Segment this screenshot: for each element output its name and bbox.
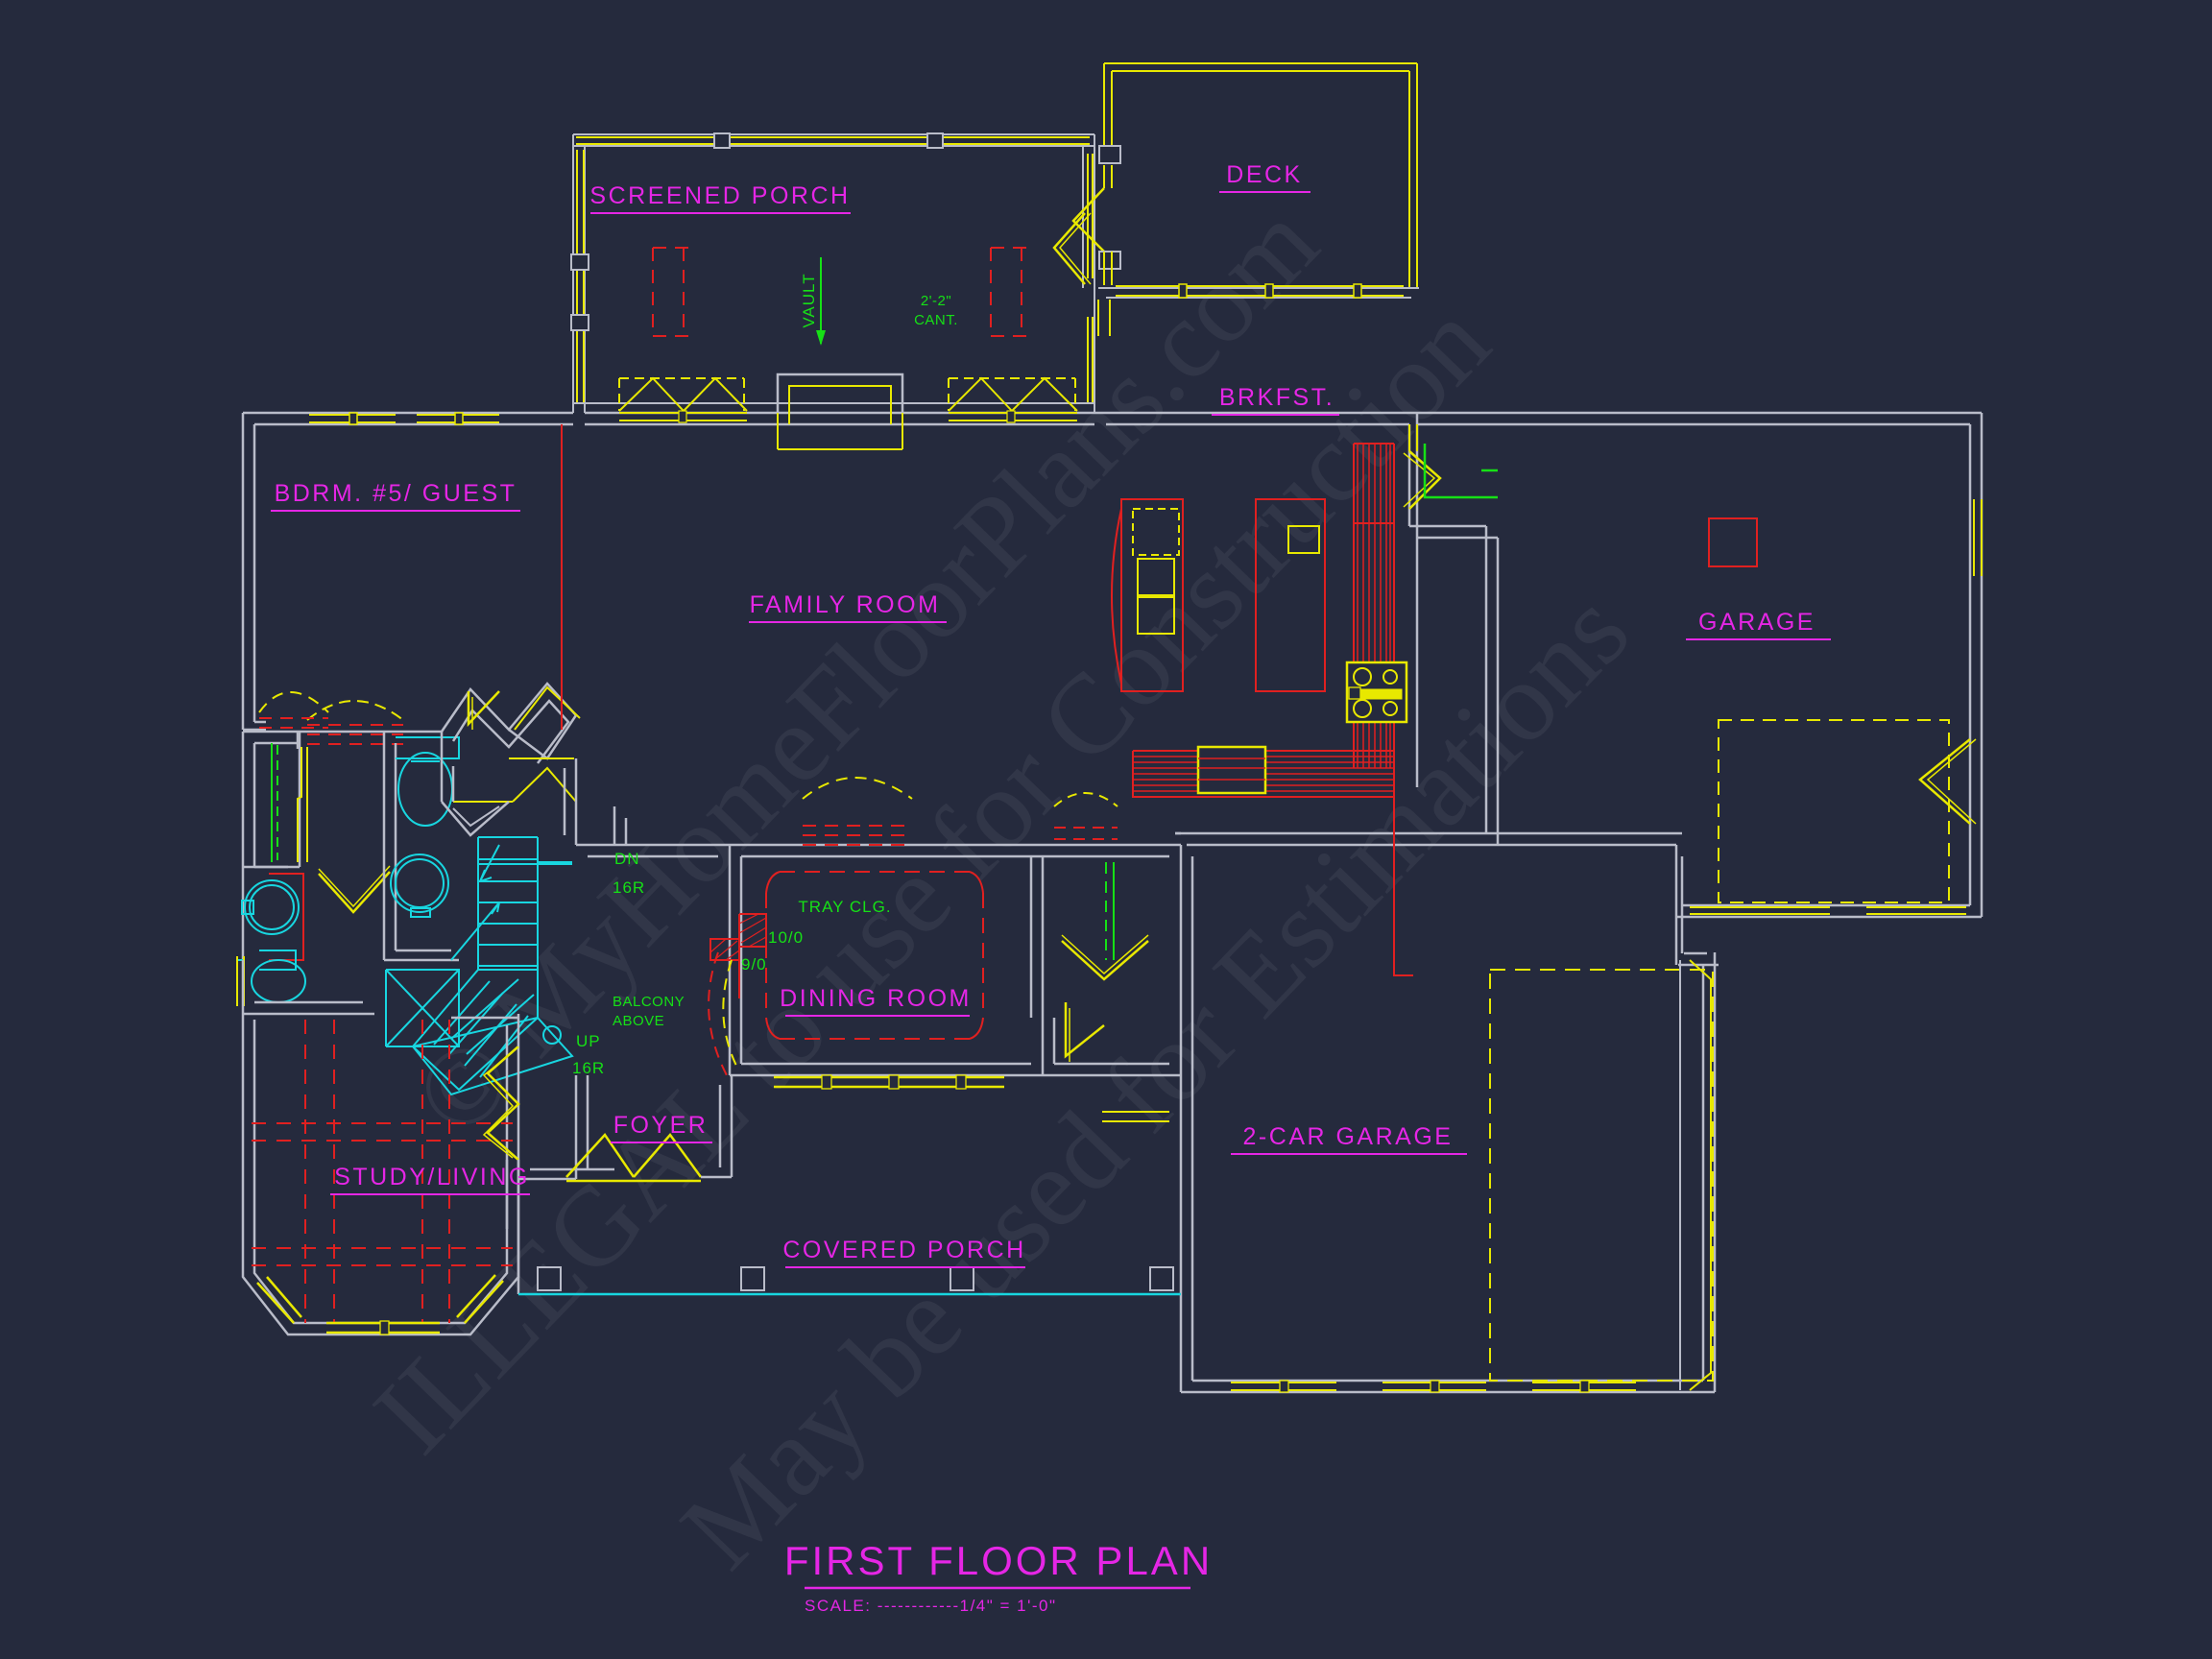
room-label-garage: GARAGE bbox=[1686, 609, 1831, 640]
annotation-balcony-above-l2: ABOVE bbox=[613, 1013, 664, 1029]
kitchen-area bbox=[1111, 443, 1498, 976]
label-two-car-garage: 2-CAR GARAGE bbox=[1243, 1123, 1454, 1150]
drawing-scale-note: SCALE: ------------1/4" = 1'-0" bbox=[805, 1597, 1057, 1615]
room-label-dining-room: DINING ROOM bbox=[780, 985, 972, 1017]
label-garage: GARAGE bbox=[1698, 609, 1815, 636]
garage-entry-doors bbox=[1041, 862, 1181, 1122]
annotation-stair-down-risers: 16R bbox=[613, 878, 645, 897]
annotation-vault: VAULT bbox=[800, 273, 818, 327]
two-car-garage bbox=[1179, 845, 1719, 1394]
label-covered-porch: COVERED PORCH bbox=[782, 1237, 1025, 1263]
annotation-cant-dim-unit: CANT. bbox=[914, 312, 958, 328]
label-brkfst: BRKFST. bbox=[1219, 384, 1334, 411]
annotation-cant-dim-value: 2'-2" bbox=[921, 293, 951, 309]
label-foyer: FOYER bbox=[613, 1112, 709, 1139]
garage-area bbox=[1674, 499, 1983, 965]
annotations-layer: VAULT 2'-2" CANT. DN 16R UP 16R BALCONY … bbox=[572, 273, 958, 1077]
label-bdrm5-guest: BDRM. #5/ GUEST bbox=[275, 480, 517, 507]
annotation-header-9-0: 9/0 bbox=[741, 955, 767, 974]
screened-porch-structure bbox=[570, 132, 1095, 414]
label-screened-porch: SCREENED PORCH bbox=[589, 182, 850, 209]
foyer-angled-walls bbox=[440, 682, 581, 845]
label-family-room: FAMILY ROOM bbox=[750, 591, 941, 618]
label-deck: DECK bbox=[1226, 161, 1302, 188]
annotation-stair-down-dir: DN bbox=[614, 850, 640, 868]
guest-bedroom-closet bbox=[258, 691, 329, 729]
annotation-balcony-above-l1: BALCONY bbox=[613, 994, 685, 1010]
annotation-header-10-0: 10/0 bbox=[768, 928, 804, 947]
room-label-brkfst: BRKFST. bbox=[1212, 384, 1339, 416]
family-room-top-features bbox=[618, 373, 1078, 450]
room-label-family-room: FAMILY ROOM bbox=[749, 591, 947, 623]
room-label-two-car-garage: 2-CAR GARAGE bbox=[1231, 1123, 1467, 1155]
label-dining-room: DINING ROOM bbox=[780, 985, 972, 1012]
room-label-screened-porch: SCREENED PORCH bbox=[589, 182, 851, 214]
annotation-stair-up-dir: UP bbox=[576, 1032, 601, 1050]
drawing-title: FIRST FLOOR PLAN bbox=[784, 1538, 1213, 1583]
room-label-foyer: FOYER bbox=[611, 1112, 712, 1143]
room-label-study-living: STUDY/LIVING bbox=[330, 1164, 530, 1195]
title-block: FIRST FLOOR PLAN SCALE: ------------1/4"… bbox=[784, 1538, 1213, 1615]
room-labels: SCREENED PORCH DECK BRKFST. BDRM. #5/ GU… bbox=[271, 161, 1831, 1268]
guest-bedroom-windows bbox=[309, 412, 499, 425]
room-label-covered-porch: COVERED PORCH bbox=[782, 1237, 1025, 1268]
study-living-room bbox=[241, 1014, 520, 1336]
room-label-bdrm5-guest: BDRM. #5/ GUEST bbox=[271, 480, 520, 512]
room-label-deck: DECK bbox=[1219, 161, 1310, 193]
staircase bbox=[411, 836, 574, 1096]
deck-structure bbox=[1071, 62, 1419, 336]
breakfast-nook bbox=[1403, 424, 1442, 510]
annotation-stair-up-risers: 16R bbox=[572, 1059, 605, 1077]
bath-utility-area bbox=[236, 700, 460, 1047]
label-study-living: STUDY/LIVING bbox=[334, 1164, 530, 1190]
dining-room-structure bbox=[576, 777, 1181, 1078]
annotation-tray-clg: TRAY CLG. bbox=[798, 898, 891, 916]
